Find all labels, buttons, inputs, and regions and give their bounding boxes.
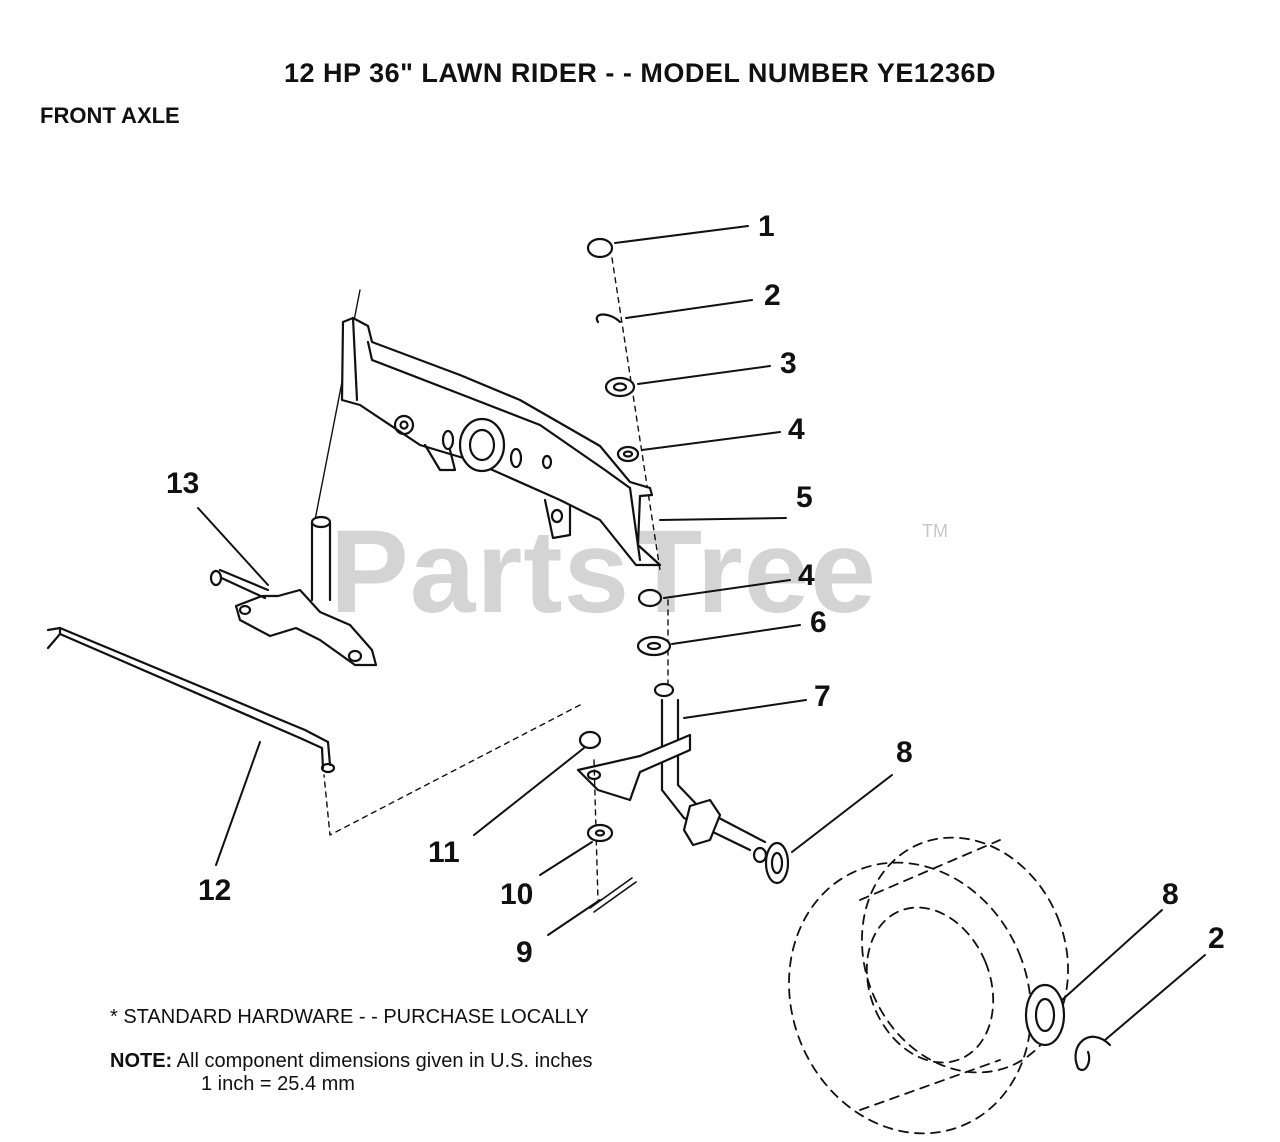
callout-2-outer: 2 (1208, 922, 1225, 955)
dimension-note: NOTE: All component dimensions given in … (110, 1050, 592, 1096)
ring-clip (595, 313, 622, 324)
callout-12: 12 (198, 874, 231, 907)
outer-washer-8 (1024, 983, 1066, 1047)
left-spindle (209, 515, 378, 667)
callout-2: 2 (764, 279, 781, 312)
callout-11: 11 (428, 836, 460, 869)
callout-3: 3 (780, 347, 797, 380)
washer-8 (764, 841, 790, 885)
trademark: TM (922, 521, 948, 541)
callout-4-lower: 4 (798, 559, 815, 592)
cap (586, 237, 614, 259)
bolt-11 (578, 730, 602, 750)
note-label: NOTE: (110, 1050, 173, 1072)
callout-1: 1 (758, 210, 775, 243)
section-title: FRONT AXLE (40, 103, 180, 128)
tie-rod (46, 626, 336, 774)
callout-4-upper: 4 (788, 413, 805, 446)
watermark: PartsTree (330, 506, 877, 638)
washer-3 (604, 376, 636, 398)
bushing-4-upper (616, 445, 640, 463)
callout-9: 9 (516, 936, 533, 969)
outer-ring-clip-2 (1074, 1035, 1112, 1071)
callout-10: 10 (500, 878, 533, 911)
washer-6 (636, 635, 672, 657)
callout-8: 8 (896, 736, 913, 769)
diagram-title: 12 HP 36" LAWN RIDER - - MODEL NUMBER YE… (284, 58, 996, 88)
front-axle-beam (340, 316, 662, 567)
standard-hardware-note: * STANDARD HARDWARE - - PURCHASE LOCALLY (110, 1006, 589, 1028)
bushing-4-lower (637, 588, 663, 608)
callout-8-outer: 8 (1162, 878, 1179, 911)
callout-5: 5 (796, 481, 813, 514)
callout-6: 6 (810, 606, 827, 639)
callout-7: 7 (814, 680, 831, 713)
note-line-2: 1 inch = 25.4 mm (201, 1073, 355, 1095)
callout-leaders (197, 225, 1206, 1041)
linkage-dashed-line (323, 704, 581, 836)
callout-13: 13 (166, 467, 199, 500)
note-line-1: All component dimensions given in U.S. i… (176, 1050, 593, 1072)
front-wheel (788, 836, 1069, 1135)
washer-10 (586, 823, 614, 843)
